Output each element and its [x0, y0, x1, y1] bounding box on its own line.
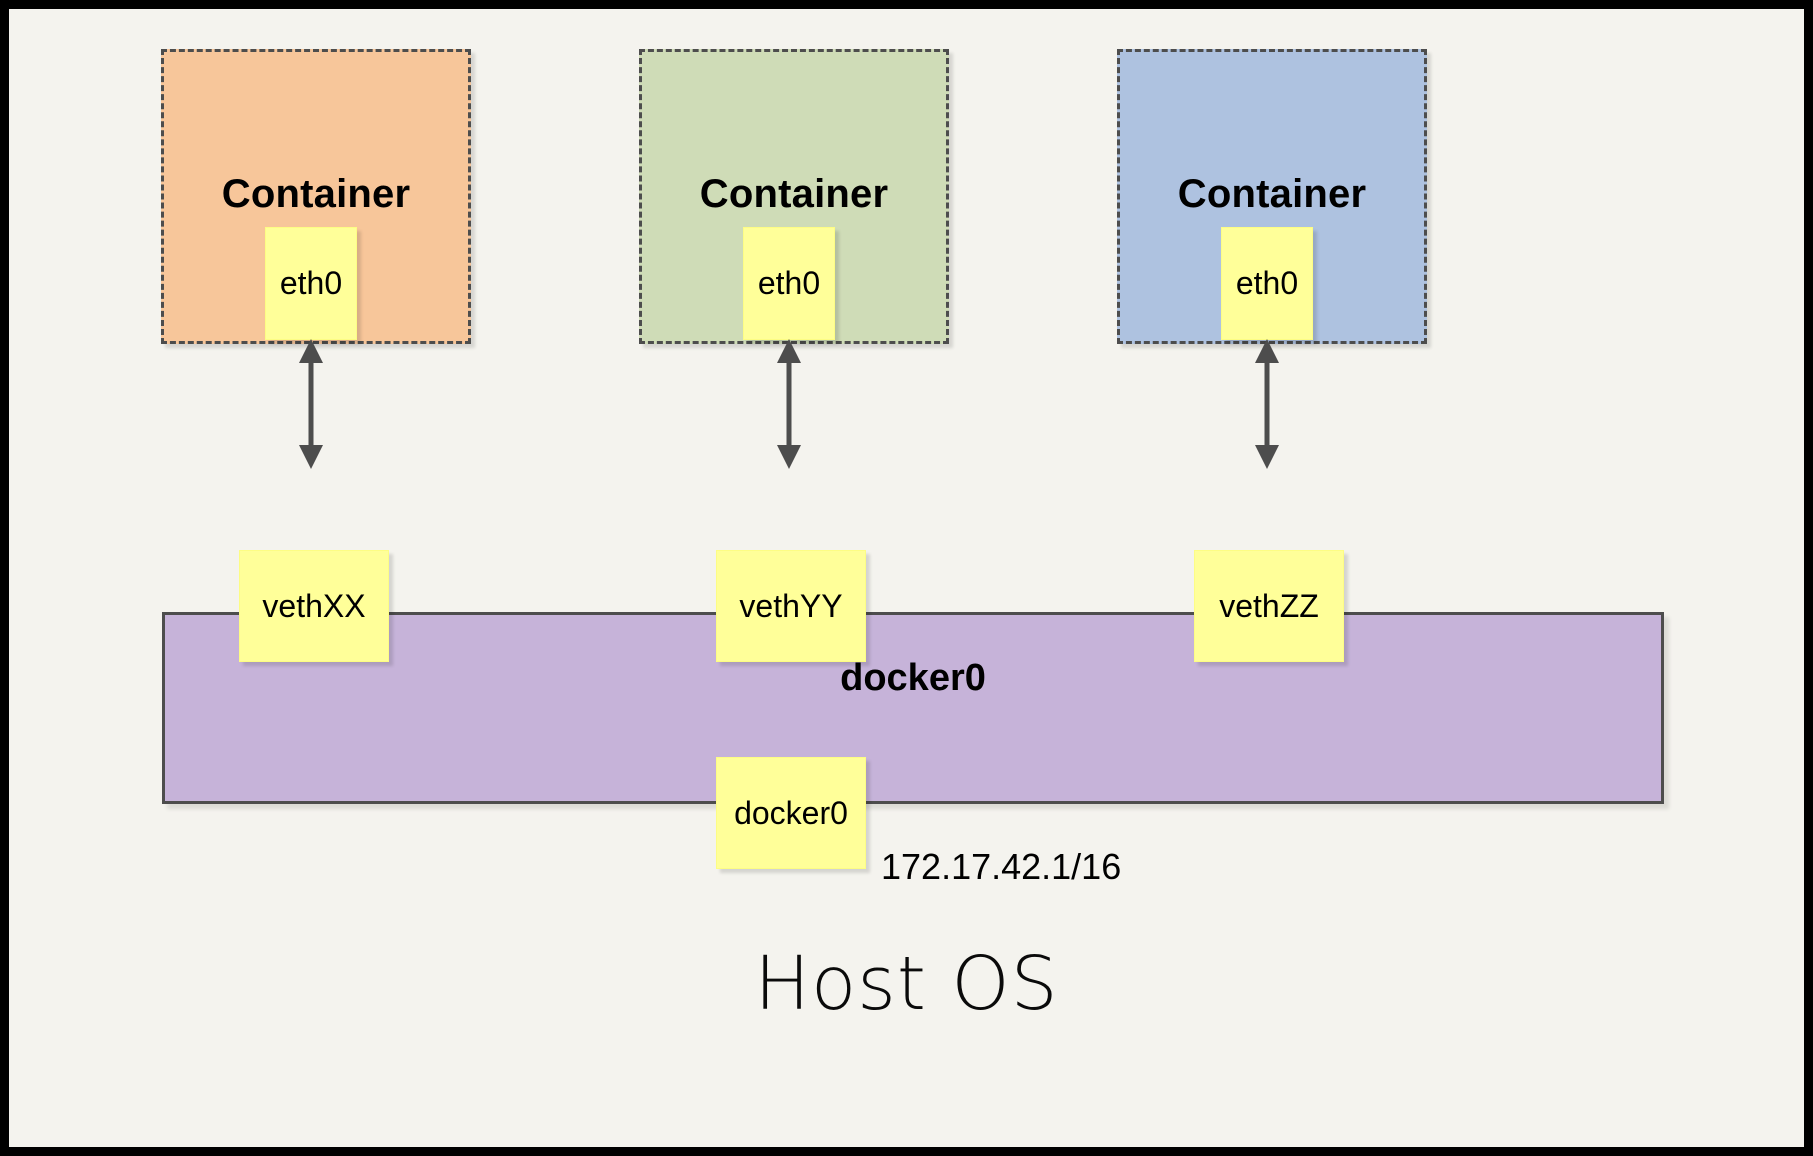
container-eth0-box-1: eth0	[265, 227, 357, 340]
container-title-3: Container	[1177, 172, 1367, 216]
container-title-2: Container	[699, 172, 889, 216]
container-eth0-box-3: eth0	[1221, 227, 1313, 340]
host-os-caption: Host OS	[754, 941, 1059, 1027]
veth-link-arrow-3	[1255, 339, 1279, 469]
veth-box-1: vethXX	[239, 550, 389, 662]
container-title-1: Container	[221, 172, 411, 216]
docker0-bridge: docker0	[162, 612, 1664, 804]
veth-link-arrow-1	[299, 339, 323, 469]
host-os-area: Container eth0 Container eth0 Container …	[9, 9, 1804, 1147]
docker0-ip-address: 172.17.42.1/16	[881, 846, 1122, 887]
docker0-interface-box: docker0	[716, 757, 866, 869]
veth-box-3: vethZZ	[1194, 550, 1344, 662]
veth-box-2: vethYY	[716, 550, 866, 662]
docker0-bridge-label: docker0	[840, 657, 986, 699]
veth-link-arrow-2	[777, 339, 801, 469]
container-eth0-box-2: eth0	[743, 227, 835, 340]
